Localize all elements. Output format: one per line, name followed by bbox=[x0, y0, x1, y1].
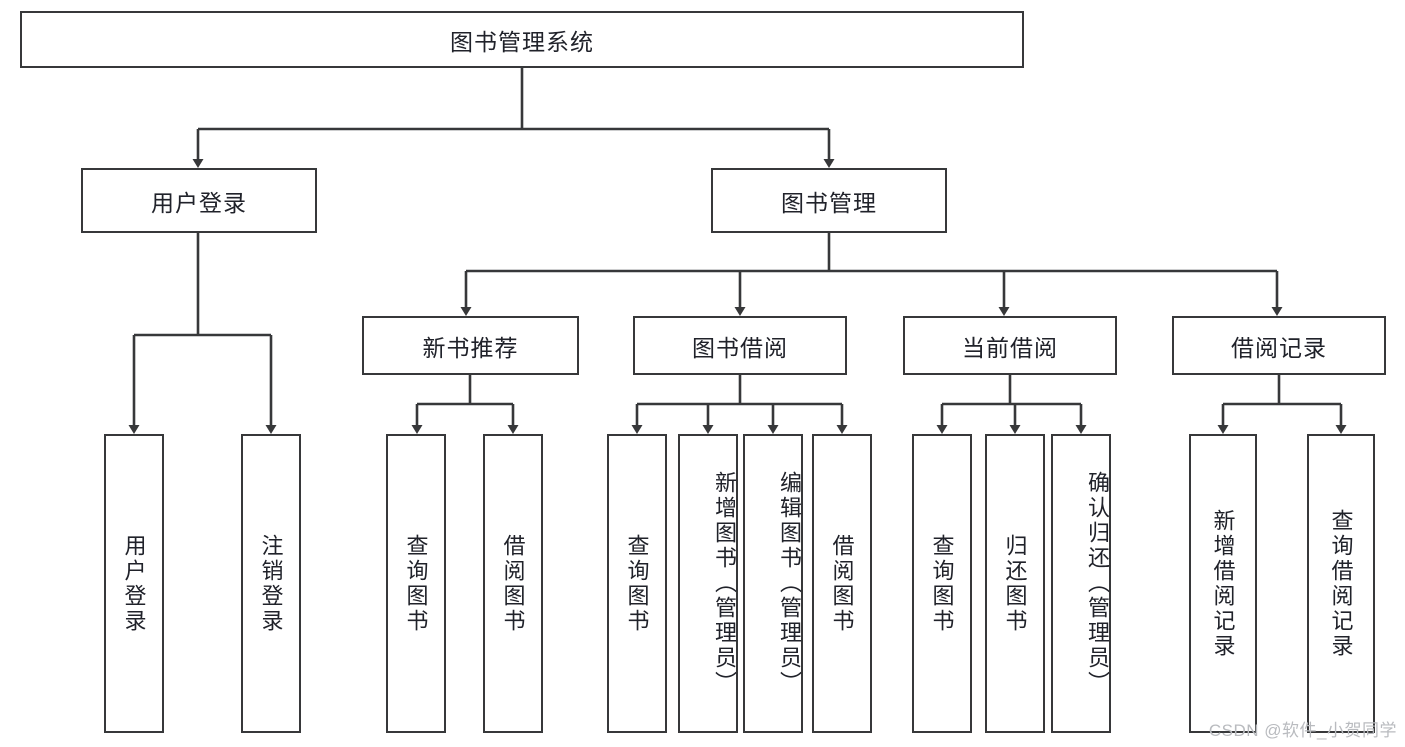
node-label: 查询借阅记录 bbox=[1328, 508, 1354, 659]
node-level2-用户登录-0[interactable]: 用户登录 bbox=[81, 168, 317, 233]
node-leaf-查询借阅记录-12[interactable]: 查询借阅记录 bbox=[1307, 434, 1375, 733]
node-leaf-编辑图书管理员-6[interactable]: 编辑图书（管理员） bbox=[743, 434, 803, 733]
node-leaf-查询图书-4[interactable]: 查询图书 bbox=[607, 434, 667, 733]
node-label: 借阅记录 bbox=[1231, 334, 1327, 361]
node-label: 新增借阅记录 bbox=[1210, 508, 1236, 659]
node-label: 图书借阅 bbox=[692, 334, 788, 361]
node-label: 注销登录 bbox=[258, 533, 284, 634]
node-label: 新书推荐 bbox=[422, 334, 519, 361]
node-label: 确认归还（管理员） bbox=[1085, 471, 1110, 696]
node-label: 查询图书 bbox=[624, 533, 650, 634]
node-leaf-借阅图书-3[interactable]: 借阅图书 bbox=[483, 434, 543, 733]
node-label: 用户登录 bbox=[151, 189, 247, 216]
node-label: 借阅图书 bbox=[829, 533, 855, 634]
node-level3-图书借阅-1[interactable]: 图书借阅 bbox=[633, 316, 847, 375]
node-label: 归还图书 bbox=[1002, 533, 1028, 634]
node-level3-借阅记录-3[interactable]: 借阅记录 bbox=[1172, 316, 1386, 375]
watermark-text: CSDN @软件_小贺同学 bbox=[1208, 721, 1397, 740]
node-label: 编辑图书（管理员） bbox=[777, 471, 802, 696]
node-label: 查询图书 bbox=[403, 533, 429, 634]
node-level2-图书管理-1[interactable]: 图书管理 bbox=[711, 168, 947, 233]
node-leaf-借阅图书-7[interactable]: 借阅图书 bbox=[812, 434, 872, 733]
node-root-label: 图书管理系统 bbox=[450, 28, 594, 55]
node-label: 用户登录 bbox=[121, 533, 147, 634]
node-level3-新书推荐-0[interactable]: 新书推荐 bbox=[362, 316, 579, 375]
edges-group bbox=[128, 68, 1347, 434]
node-leaf-确认归还管理员-10[interactable]: 确认归还（管理员） bbox=[1051, 434, 1111, 733]
node-leaf-归还图书-9[interactable]: 归还图书 bbox=[985, 434, 1045, 733]
node-leaf-查询图书-8[interactable]: 查询图书 bbox=[912, 434, 972, 733]
node-leaf-新增图书管理员-5[interactable]: 新增图书（管理员） bbox=[678, 434, 738, 733]
node-label: 当前借阅 bbox=[962, 334, 1058, 361]
node-label: 查询图书 bbox=[929, 533, 955, 634]
node-label: 新增图书（管理员） bbox=[712, 471, 737, 696]
node-leaf-查询图书-2[interactable]: 查询图书 bbox=[386, 434, 446, 733]
node-leaf-新增借阅记录-11[interactable]: 新增借阅记录 bbox=[1189, 434, 1257, 733]
node-label: 图书管理 bbox=[781, 189, 877, 216]
node-leaf-用户登录-0[interactable]: 用户登录 bbox=[104, 434, 164, 733]
node-level3-当前借阅-2[interactable]: 当前借阅 bbox=[903, 316, 1117, 375]
node-label: 借阅图书 bbox=[500, 533, 526, 634]
node-root[interactable]: 图书管理系统 bbox=[20, 11, 1024, 68]
node-leaf-注销登录-1[interactable]: 注销登录 bbox=[241, 434, 301, 733]
